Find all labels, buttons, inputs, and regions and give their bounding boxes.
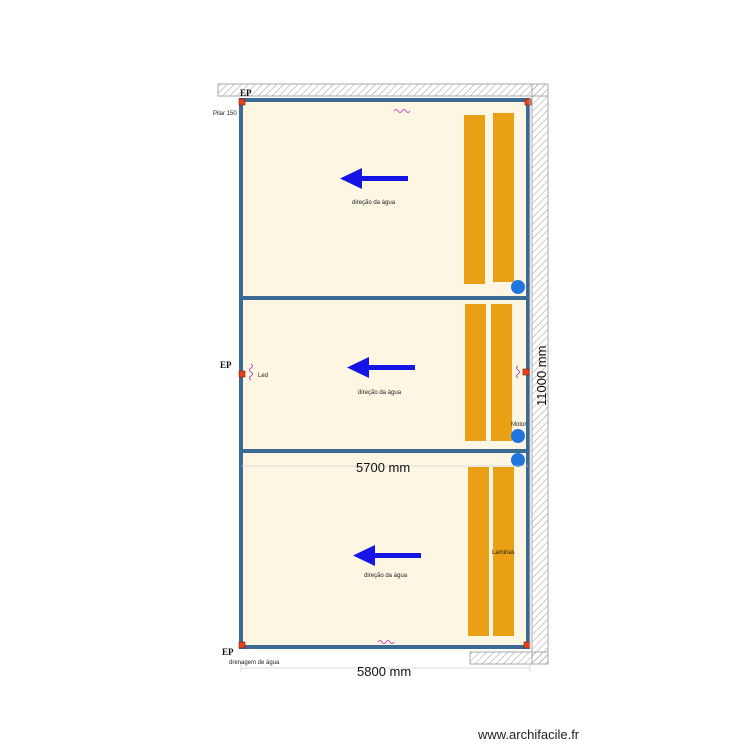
pillar-right-middle	[522, 368, 530, 376]
water-direction-arrows	[340, 168, 421, 566]
exterior-wall	[217, 83, 549, 665]
pillars	[238, 98, 532, 649]
laminas	[464, 113, 514, 636]
water-direction-label-middle: direção da água	[358, 390, 402, 396]
led-icon-bottom	[377, 640, 395, 644]
dim-height: 11000 mm	[534, 346, 549, 406]
dim-outer-width: 5800 mm	[357, 664, 411, 679]
lamina-3	[465, 304, 486, 441]
dimension-lines	[240, 96, 531, 672]
pillar-bottom-right	[523, 641, 531, 649]
lamina-2	[493, 113, 514, 282]
lamina-5	[468, 467, 489, 636]
ep-label-middle: EP	[220, 360, 232, 370]
arrow-bottom	[353, 545, 421, 566]
drainage-label: drenagem de água	[229, 660, 280, 666]
motor-circle-1	[511, 280, 525, 294]
watermark: www.archifacile.fr	[478, 727, 580, 742]
motor-circle-2	[511, 429, 525, 443]
ep-label-bottom: EP	[222, 647, 234, 657]
motor-circle-3	[511, 453, 525, 467]
dim-inner-width: 5700 mm	[356, 460, 410, 475]
ep-label-top: EP	[240, 88, 252, 98]
pillar-left-middle	[238, 370, 246, 378]
led-icon-top	[393, 109, 411, 113]
arrow-top	[340, 168, 408, 189]
water-direction-label-top: direção da água	[352, 200, 396, 206]
motor-circles	[511, 280, 525, 467]
motor-label: Motor	[511, 422, 526, 428]
pillar-label: Pilar 150	[213, 111, 237, 117]
led-icons	[249, 109, 520, 644]
led-label: Led	[258, 373, 268, 379]
lamina-6	[493, 467, 514, 636]
pillar-top-left	[238, 98, 246, 106]
water-direction-label-bottom: direção da água	[364, 573, 408, 579]
lamina-4	[491, 304, 512, 441]
led-icon-right	[516, 365, 520, 379]
arrow-middle	[347, 357, 415, 378]
pillar-bottom-left	[238, 641, 246, 649]
laminas-label: Laminas	[492, 550, 515, 556]
pillar-top-right	[524, 98, 532, 106]
lamina-1	[464, 115, 485, 284]
led-icon-left	[249, 363, 253, 381]
